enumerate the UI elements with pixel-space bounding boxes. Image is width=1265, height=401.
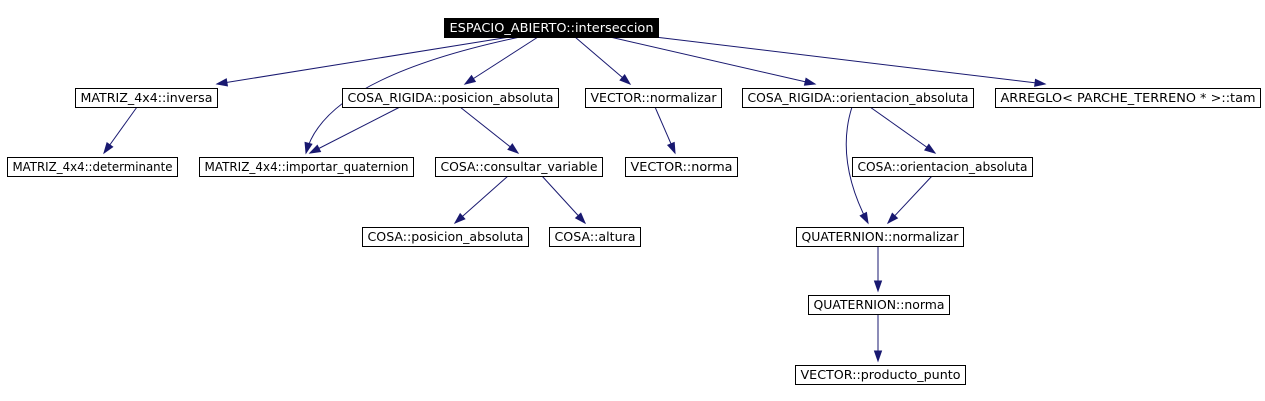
arrowhead-icon (1034, 78, 1047, 87)
node-box (796, 227, 964, 247)
node-c-pos[interactable]: COSA::posicion_absoluta (362, 227, 529, 247)
arrowhead-icon (574, 212, 587, 225)
edge-root-to-arr_tam (654, 36, 1047, 87)
node-box (625, 157, 738, 177)
edge-line (216, 36, 511, 85)
arrowhead-icon (453, 212, 466, 225)
edge-line (309, 106, 401, 154)
edge-root-to-m_inv (215, 36, 511, 87)
node-box (75, 88, 218, 108)
arrowhead-icon (308, 144, 322, 154)
node-box (852, 157, 1033, 177)
edge-line (541, 175, 586, 224)
edge-line (464, 36, 539, 85)
node-label: COSA::orientacion_absoluta (858, 160, 1028, 174)
node-root[interactable]: ESPACIO_ABIERTO::interseccion (444, 18, 659, 38)
node-label: COSA_RIGIDA::orientacion_absoluta (748, 91, 969, 105)
node-v-norm[interactable]: VECTOR::normalizar (585, 88, 722, 108)
arrowhead-icon (215, 78, 229, 87)
arrowhead-icon (924, 143, 937, 154)
node-label: QUATERNION::normalizar (802, 230, 959, 244)
edge-line (609, 36, 816, 85)
arrowhead-icon (873, 350, 883, 363)
node-box (585, 88, 722, 108)
node-label: ARREGLO< PARCHE_TERRENO * >::tam (1001, 91, 1256, 105)
edge-line (887, 175, 933, 224)
node-q-norma[interactable]: QUATERNION::norma (808, 295, 950, 315)
edge-cr_ori-to-c_ori (869, 106, 937, 154)
node-box (795, 365, 966, 385)
node-label: VECTOR::producto_punto (801, 368, 961, 382)
node-layer: ESPACIO_ABIERTO::interseccionMATRIZ_4x4:… (7, 18, 1261, 385)
node-label: MATRIZ_4x4::inversa (81, 91, 213, 105)
node-box (808, 295, 950, 315)
edge-root-to-m_quat (304, 36, 521, 155)
edge-v_norm-to-v_norma (654, 106, 676, 155)
node-box (549, 227, 641, 247)
node-v-norma[interactable]: VECTOR::norma (625, 157, 738, 177)
node-box (342, 88, 559, 108)
edge-line (574, 36, 631, 85)
edge-line (654, 36, 1046, 85)
node-label: MATRIZ_4x4::importar_quaternion (205, 160, 409, 174)
edge-c_ori-to-q_normz (886, 175, 933, 225)
edge-root-to-v_norm (574, 36, 632, 85)
node-c-alt[interactable]: COSA::altura (549, 227, 641, 247)
node-label: COSA::altura (555, 230, 636, 244)
edge-cr_ori-to-q_normz (845, 106, 869, 225)
edge-line (454, 175, 509, 224)
edge-line (869, 106, 936, 154)
arrowhead-icon (886, 212, 899, 225)
node-label: COSA::consultar_variable (441, 160, 598, 174)
arrowhead-icon (463, 74, 477, 85)
edge-m_inv-to-m_det (103, 106, 138, 155)
node-label: COSA::posicion_absoluta (368, 230, 524, 244)
node-label: VECTOR::normalizar (591, 91, 717, 105)
edge-line (845, 106, 869, 224)
arrowhead-icon (859, 211, 869, 225)
node-cr-pos[interactable]: COSA_RIGIDA::posicion_absoluta (342, 88, 559, 108)
node-box (995, 88, 1261, 108)
arrowhead-icon (666, 141, 676, 155)
edge-cr_pos-to-c_var (459, 106, 520, 154)
arrowhead-icon (507, 143, 520, 154)
node-arr-tam[interactable]: ARREGLO< PARCHE_TERRENO * >::tam (995, 88, 1261, 108)
node-label: QUATERNION::norma (814, 298, 945, 312)
arrowhead-icon (619, 73, 632, 85)
node-m-inv[interactable]: MATRIZ_4x4::inversa (75, 88, 218, 108)
node-label: VECTOR::norma (631, 160, 733, 174)
node-cr-ori[interactable]: COSA_RIGIDA::orientacion_absoluta (742, 88, 974, 108)
node-c-var[interactable]: COSA::consultar_variable (435, 157, 603, 177)
edge-root-to-cr_pos (463, 36, 539, 85)
node-box (362, 227, 529, 247)
edge-q_norma-to-v_punto (873, 314, 883, 363)
edge-c_var-to-c_alt (541, 175, 587, 225)
node-c-ori[interactable]: COSA::orientacion_absoluta (852, 157, 1033, 177)
node-box (444, 18, 659, 38)
edge-cr_pos-to-m_quat (308, 106, 401, 154)
node-label: MATRIZ_4x4::determinante (13, 160, 173, 174)
node-box (742, 88, 974, 108)
edge-layer (103, 36, 1047, 363)
arrowhead-icon (873, 280, 883, 293)
arrowhead-icon (803, 77, 817, 86)
node-box (199, 157, 414, 177)
node-m-det[interactable]: MATRIZ_4x4::determinante (7, 157, 178, 177)
node-m-quat[interactable]: MATRIZ_4x4::importar_quaternion (199, 157, 414, 177)
node-q-normz[interactable]: QUATERNION::normalizar (796, 227, 964, 247)
edge-c_var-to-c_pos (453, 175, 509, 225)
arrowhead-icon (304, 141, 313, 155)
node-label: COSA_RIGIDA::posicion_absoluta (348, 91, 554, 105)
node-v-punto[interactable]: VECTOR::producto_punto (795, 365, 966, 385)
node-box (435, 157, 603, 177)
arrowhead-icon (103, 142, 114, 155)
edge-line (305, 36, 521, 154)
edge-line (459, 106, 519, 154)
edge-root-to-cr_ori (609, 36, 817, 86)
node-box (7, 157, 178, 177)
edge-q_normz-to-q_norma (873, 246, 883, 293)
node-label: ESPACIO_ABIERTO::interseccion (450, 21, 654, 35)
